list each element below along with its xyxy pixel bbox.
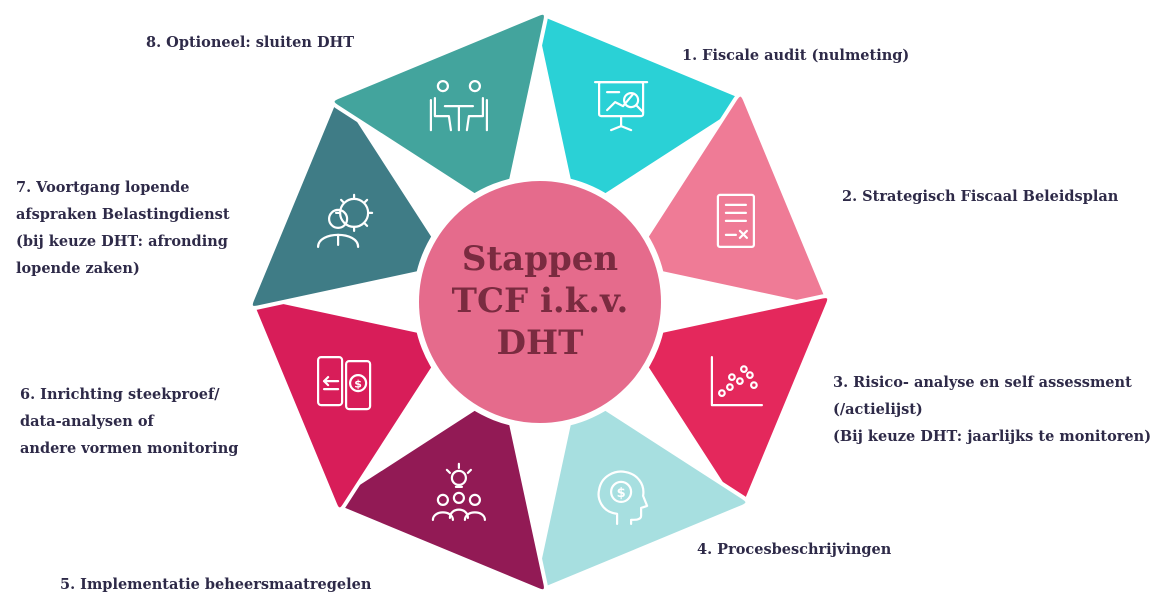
step-7-line: afspraken Belastingdienst	[16, 206, 230, 223]
step-5-line: 5. Implementatie beheersmaatregelen	[60, 576, 372, 593]
step-4-label: 4. Procesbeschrijvingen	[697, 536, 891, 563]
presentation-chart-icon	[593, 80, 649, 132]
center-title: Stappen TCF i.k.v. DHT	[430, 238, 650, 364]
step-7-line: 7. Voortgang lopende	[16, 179, 190, 196]
step-4-line: 4. Procesbeschrijvingen	[697, 541, 892, 558]
step-8-label: 8. Optioneel: sluiten DHT	[146, 29, 354, 56]
phone-transfer-icon: $	[317, 356, 372, 411]
user-gear-icon	[317, 193, 374, 248]
step-1-label: 1. Fiscale audit (nulmeting)	[682, 42, 909, 69]
step-7-line: (bij keuze DHT: afronding	[16, 233, 228, 250]
step-6-line: data-analysen of	[20, 413, 154, 430]
center-title-line: DHT	[496, 323, 584, 363]
head-dollar-icon: $	[597, 470, 649, 525]
step-2-label: 2. Strategisch Fiscaal Beleidsplan	[842, 183, 1118, 210]
step-1-line: 1. Fiscale audit (nulmeting)	[682, 47, 910, 64]
step-3-line: (/actielijst)	[833, 401, 923, 418]
svg-text:$: $	[354, 378, 362, 391]
step-6-line: andere vormen monitoring	[20, 440, 239, 457]
step-7-label: 7. Voortgang lopende afspraken Belasting…	[16, 174, 230, 282]
center-circle	[413, 175, 667, 429]
team-idea-icon	[431, 462, 486, 521]
step-2-line: 2. Strategisch Fiscaal Beleidsplan	[842, 188, 1119, 205]
meeting-icon	[429, 79, 488, 132]
step-7-line: lopende zaken)	[16, 260, 140, 277]
step-8-line: 8. Optioneel: sluiten DHT	[146, 34, 355, 51]
step-3-line: 3. Risico- analyse en self assessment	[833, 374, 1132, 391]
step-5-label: 5. Implementatie beheersmaatregelen	[60, 571, 371, 598]
center-title-line: TCF i.k.v.	[451, 281, 629, 321]
document-icon	[716, 193, 756, 248]
step-3-line: (Bij keuze DHT: jaarlijks te monitoren)	[833, 428, 1152, 445]
svg-text:$: $	[617, 486, 626, 501]
step-6-line: 6. Inrichting steekproef/	[20, 386, 220, 403]
center-title-line: Stappen	[461, 239, 619, 279]
step-6-label: 6. Inrichting steekproef/ data-analysen …	[20, 381, 238, 462]
step-3-label: 3. Risico- analyse en self assessment (/…	[833, 369, 1151, 450]
scatter-plot-icon	[710, 356, 764, 407]
